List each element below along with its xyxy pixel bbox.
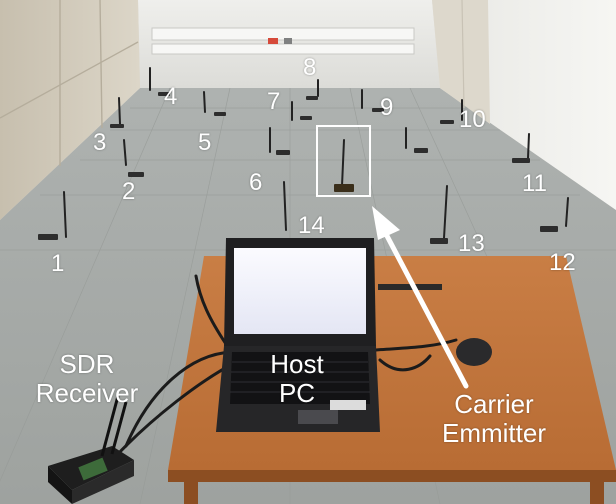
node-label-14: 14 — [298, 212, 325, 239]
wall-rail — [151, 27, 415, 41]
node-label-12: 12 — [549, 249, 576, 276]
node-label-13: 13 — [458, 230, 485, 257]
node-label-8: 8 — [303, 54, 317, 81]
node-label-10: 10 — [459, 106, 486, 133]
node-label-1: 1 — [51, 250, 65, 277]
node-label-11: 11 — [522, 170, 547, 197]
left-wall — [0, 0, 140, 220]
carrier-emitter-box — [316, 125, 371, 197]
mouse — [456, 338, 492, 366]
host-pc-line2: PC — [278, 378, 316, 409]
carrier-emitter-line2: Emmitter — [442, 418, 546, 449]
sdr-receiver-line2: Receiver — [35, 378, 139, 409]
sensor-nodes — [63, 67, 569, 239]
carrier-arrow — [372, 206, 469, 389]
sdr-receiver-line1: SDR — [59, 349, 115, 379]
node-label-4: 4 — [164, 83, 178, 110]
sdr-receiver-label: SDR Receiver — [22, 349, 152, 409]
node-label-5: 5 — [198, 129, 212, 156]
carrier-emitter-label: Carrier Emmitter — [428, 389, 560, 449]
node-label-2: 2 — [122, 178, 136, 205]
host-pc-line1: Host — [270, 349, 324, 379]
node-label-3: 3 — [93, 129, 107, 156]
carrier-emitter-line1: Carrier — [454, 389, 534, 419]
node-label-6: 6 — [249, 169, 263, 196]
node-label-9: 9 — [380, 94, 394, 121]
node-label-7: 7 — [267, 88, 281, 115]
sdr-receiver-device — [48, 395, 134, 504]
laptop — [216, 238, 380, 432]
host-pc-label: Host PC — [252, 349, 342, 409]
